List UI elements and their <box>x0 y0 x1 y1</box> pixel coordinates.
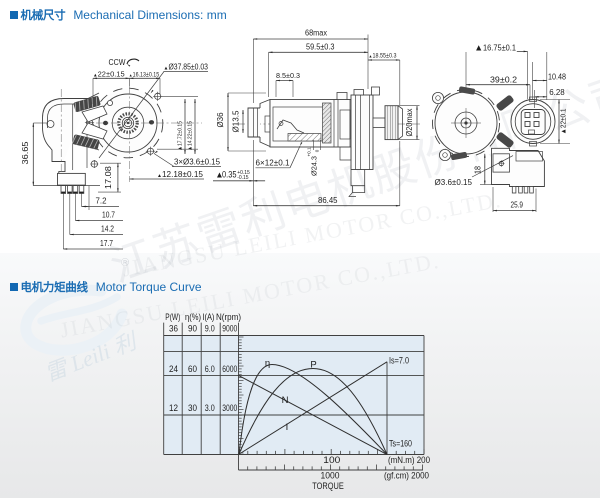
svg-text:Ø36: Ø36 <box>216 112 225 128</box>
svg-text:Is=7.0: Is=7.0 <box>389 356 409 366</box>
svg-text:6×12±0.1: 6×12±0.1 <box>256 159 291 168</box>
svg-text:90: 90 <box>188 324 197 335</box>
svg-text:9.0: 9.0 <box>205 324 215 335</box>
svg-text:24: 24 <box>169 364 178 375</box>
svg-text:P: P <box>310 360 316 371</box>
svg-text:1000: 1000 <box>321 471 340 482</box>
svg-text:100: 100 <box>323 455 340 466</box>
svg-text:3000: 3000 <box>222 403 237 414</box>
svg-text:59.5±0.3: 59.5±0.3 <box>306 43 335 52</box>
svg-text:16.75±0.1: 16.75±0.1 <box>483 43 516 53</box>
svg-text:Ø13.5: Ø13.5 <box>232 110 241 133</box>
svg-text:6.28: 6.28 <box>549 88 565 97</box>
svg-text:60: 60 <box>188 364 197 375</box>
svg-text:▲Ø37.85±0.03: ▲Ø37.85±0.03 <box>164 63 209 72</box>
svg-text:Ø20max: Ø20max <box>405 109 414 137</box>
svg-text:▲14.22±0.15: ▲14.22±0.15 <box>188 121 194 151</box>
svg-text:3.0: 3.0 <box>205 403 215 414</box>
svg-text:▲: ▲ <box>215 170 223 180</box>
svg-text:0: 0 <box>315 149 320 152</box>
svg-text:▲17.72±0.15: ▲17.72±0.15 <box>178 121 184 151</box>
svg-text:Ø3.6±0.15: Ø3.6±0.15 <box>435 178 473 187</box>
svg-text:▲22±0.15: ▲22±0.15 <box>93 70 125 79</box>
svg-text:Ts=160: Ts=160 <box>389 439 412 449</box>
svg-text:68max: 68max <box>305 29 327 38</box>
svg-text:14.2: 14.2 <box>101 224 114 234</box>
svg-text:0.35: 0.35 <box>222 170 237 180</box>
svg-text:I(A): I(A) <box>202 312 214 323</box>
svg-text:P(W): P(W) <box>165 312 180 323</box>
svg-text:8.5±0.3: 8.5±0.3 <box>276 71 300 80</box>
svg-text:6000: 6000 <box>222 364 237 375</box>
svg-text:+0.1: +0.1 <box>307 147 312 157</box>
svg-text:10.7: 10.7 <box>102 210 115 220</box>
svg-text:TORQUE: TORQUE <box>312 481 344 491</box>
svg-text:CCW: CCW <box>109 57 126 67</box>
svg-text:39±0.2: 39±0.2 <box>490 75 518 84</box>
svg-text:N(rpm): N(rpm) <box>216 312 241 323</box>
svg-text:12: 12 <box>169 403 178 414</box>
svg-text:30: 30 <box>188 403 197 414</box>
svg-text:(mN.m) 200: (mN.m) 200 <box>388 455 430 465</box>
svg-text:86.45: 86.45 <box>318 196 338 205</box>
svg-text:36.65: 36.65 <box>21 141 30 165</box>
svg-text:17.7: 17.7 <box>100 238 113 248</box>
svg-text:9000: 9000 <box>222 324 237 335</box>
svg-text:6.0: 6.0 <box>205 364 215 375</box>
svg-text:7.2: 7.2 <box>96 196 107 206</box>
svg-text:(gf.cm) 2000: (gf.cm) 2000 <box>384 471 429 481</box>
svg-text:▲16.13±0.15: ▲16.13±0.15 <box>129 72 160 79</box>
svg-text:+0.15: +0.15 <box>237 170 250 176</box>
svg-text:N: N <box>282 395 289 406</box>
svg-text:17.08: 17.08 <box>104 165 113 189</box>
svg-text:25.9: 25.9 <box>511 201 524 210</box>
svg-text:▲: ▲ <box>474 43 483 53</box>
svg-text:I: I <box>286 422 289 433</box>
svg-text:18: 18 <box>474 166 483 174</box>
svg-text:▲12.18±0.15: ▲12.18±0.15 <box>157 170 204 179</box>
svg-text:Ø24.3: Ø24.3 <box>310 156 319 176</box>
svg-text:36: 36 <box>169 324 178 335</box>
svg-text:▲18.55±0.3: ▲18.55±0.3 <box>369 53 397 60</box>
svg-text:3×Ø3.6±0.15: 3×Ø3.6±0.15 <box>174 158 221 167</box>
svg-text:η(%): η(%) <box>185 312 201 323</box>
svg-text:-0.15: -0.15 <box>237 175 249 181</box>
svg-text:10.48: 10.48 <box>548 73 566 82</box>
svg-text:η: η <box>265 358 270 369</box>
svg-text:▲22±0.1: ▲22±0.1 <box>561 108 568 134</box>
